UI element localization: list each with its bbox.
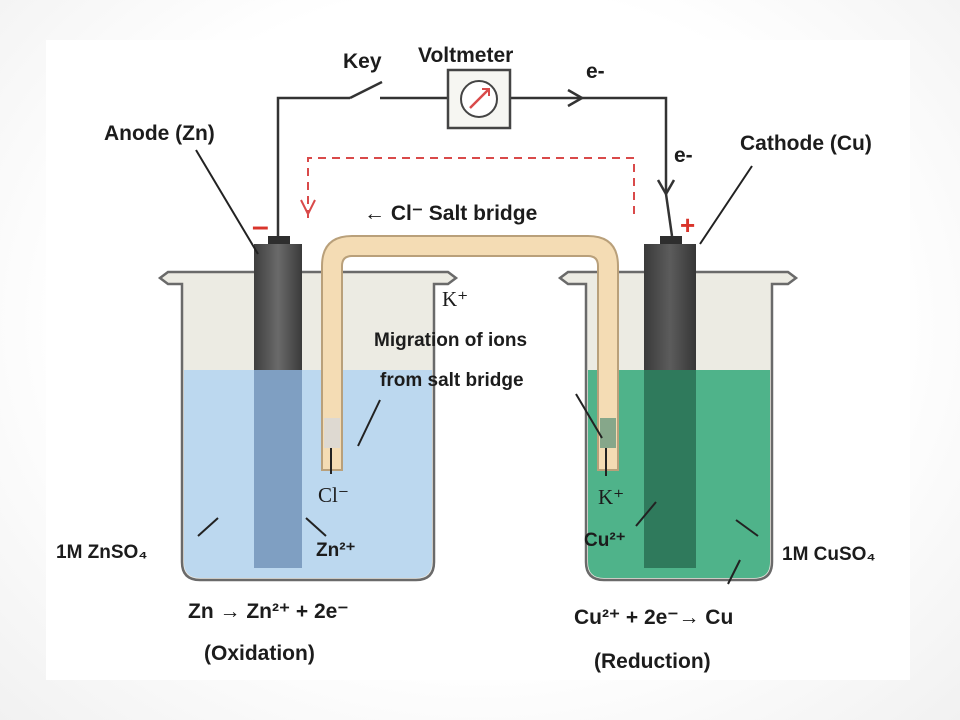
reduction-equation: Cu²⁺ + 2e⁻→ Cu <box>574 606 733 629</box>
voltmeter-label: Voltmeter <box>418 44 513 67</box>
cu2plus-label: Cu²⁺ <box>584 530 626 551</box>
znso4-pointer <box>197 517 219 537</box>
external-circuit <box>276 80 668 236</box>
reduction-label: (Reduction) <box>594 650 711 673</box>
znso4-label: 1M ZnSO₄ <box>56 542 147 563</box>
cathode-label: Cathode (Cu) <box>740 132 872 155</box>
voltmeter-needle <box>469 89 489 109</box>
galvanic-cell-diagram: Key Voltmeter e- e- Anode (Zn) Cathode (… <box>56 44 876 673</box>
left-beaker <box>157 270 459 582</box>
salt-bridge-plug-left <box>324 418 340 448</box>
oxidation-equation: Zn → Zn²⁺ + 2e⁻ <box>188 600 348 623</box>
ion-flow-dashed-path <box>307 157 635 218</box>
zinc-rod-upper <box>254 244 302 372</box>
znso4-solution <box>184 370 432 578</box>
pointer-lines <box>195 149 759 585</box>
copper-rod-upper <box>644 244 696 372</box>
electron-arrow-top <box>567 88 585 108</box>
migration-pointer-left <box>357 399 381 447</box>
key-label: Key <box>343 50 382 73</box>
k-plus-top-label: K⁺ <box>442 287 468 311</box>
anode-label: Anode (Zn) <box>104 122 215 145</box>
key-switch <box>349 80 383 100</box>
oxidation-label: (Oxidation) <box>204 642 315 665</box>
anode-pointer <box>195 149 259 255</box>
k-plus-bottom-label: K⁺ <box>598 485 624 509</box>
cathode-pointer <box>699 165 753 245</box>
salt-bridge-plug-right <box>600 418 616 448</box>
wire-right <box>510 96 668 192</box>
salt-bridge <box>321 235 619 471</box>
migration-pointer-right <box>575 393 603 439</box>
cl-minus-label: Cl⁻ <box>318 483 349 507</box>
ion-flow-arrow <box>300 199 316 217</box>
cuso4-label: 1M CuSO₄ <box>782 544 876 565</box>
migration-label-line1: Migration of ions <box>374 330 527 351</box>
electron-label-side: e- <box>674 144 693 167</box>
cathode-plus-sign: + <box>680 210 695 240</box>
diagram-panel: Key Voltmeter e- e- Anode (Zn) Cathode (… <box>46 40 910 680</box>
migration-label-line2: from salt bridge <box>380 370 524 391</box>
copper-rod-immersed <box>644 370 696 568</box>
voltmeter <box>446 68 512 130</box>
zinc-electrode <box>254 236 302 568</box>
electron-label-top: e- <box>586 60 605 83</box>
wire-left <box>276 96 350 236</box>
reduction-pointer <box>727 559 741 585</box>
cu2-pointer <box>635 501 657 527</box>
copper-electrode <box>644 236 696 568</box>
cuso4-pointer <box>735 519 759 537</box>
zn2-pointer <box>305 517 327 537</box>
anode-minus-sign: – <box>252 210 269 243</box>
zn2plus-label: Zn²⁺ <box>316 540 356 561</box>
salt-bridge-label: ← Cl⁻ Salt bridge <box>364 202 537 225</box>
zinc-rod-immersed <box>254 370 302 568</box>
